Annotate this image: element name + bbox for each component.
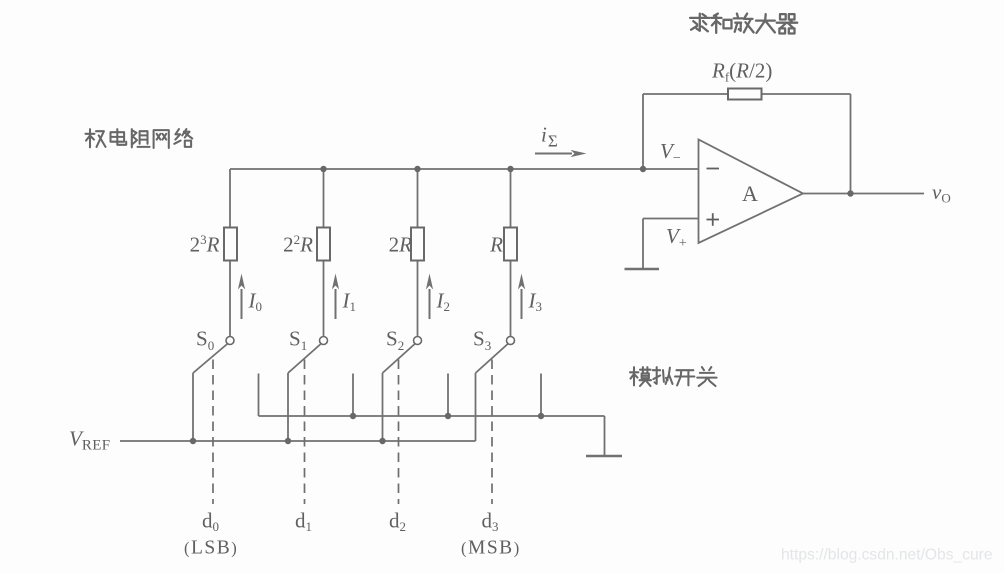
svg-text:R: R — [489, 233, 503, 257]
svg-text:23R: 23R — [190, 232, 220, 257]
svg-text:https://blog.csdn.net/Obs_cure: https://blog.csdn.net/Obs_cure — [781, 547, 993, 564]
svg-text:(LSB): (LSB) — [184, 538, 238, 559]
svg-text:A: A — [742, 181, 758, 206]
svg-text:Rf(R/2): Rf(R/2) — [711, 59, 772, 85]
svg-text:(MSB): (MSB) — [461, 538, 521, 559]
svg-text:2R: 2R — [389, 233, 413, 257]
